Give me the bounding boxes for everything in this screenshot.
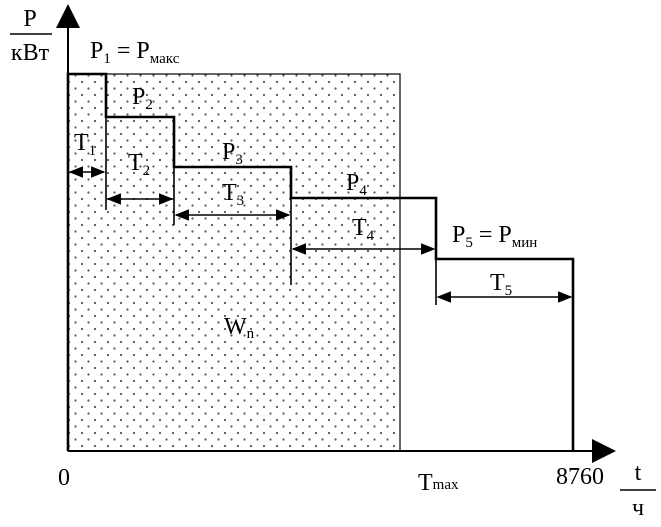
power-label-3: P3 bbox=[222, 139, 243, 168]
power-label-1: P1 = Pмакс bbox=[90, 38, 180, 67]
area-label: Wn bbox=[224, 314, 255, 342]
duration-label-3: T3 bbox=[222, 180, 244, 209]
x-axis-unit: ч bbox=[632, 495, 644, 521]
energy-area bbox=[67, 73, 401, 452]
duration-label-5: T5 bbox=[490, 270, 512, 299]
power-label-5: P5 = Pмин bbox=[452, 222, 537, 251]
hours-label: 8760 bbox=[556, 464, 604, 490]
load-step-curve bbox=[66, 72, 575, 451]
duration-label-2: T2 bbox=[128, 150, 150, 179]
duration-label-1: T1 bbox=[74, 130, 96, 159]
x-axis-label: t bbox=[635, 460, 642, 486]
power-label-2: P2 bbox=[132, 84, 153, 113]
tmax-label: Tmax bbox=[418, 470, 459, 496]
y-axis-unit: кВт bbox=[11, 40, 50, 66]
y-axis-label: P bbox=[23, 6, 36, 32]
power-label-4: P4 bbox=[346, 170, 367, 199]
duration-label-4: T4 bbox=[352, 215, 375, 244]
origin-label: 0 bbox=[58, 465, 70, 491]
